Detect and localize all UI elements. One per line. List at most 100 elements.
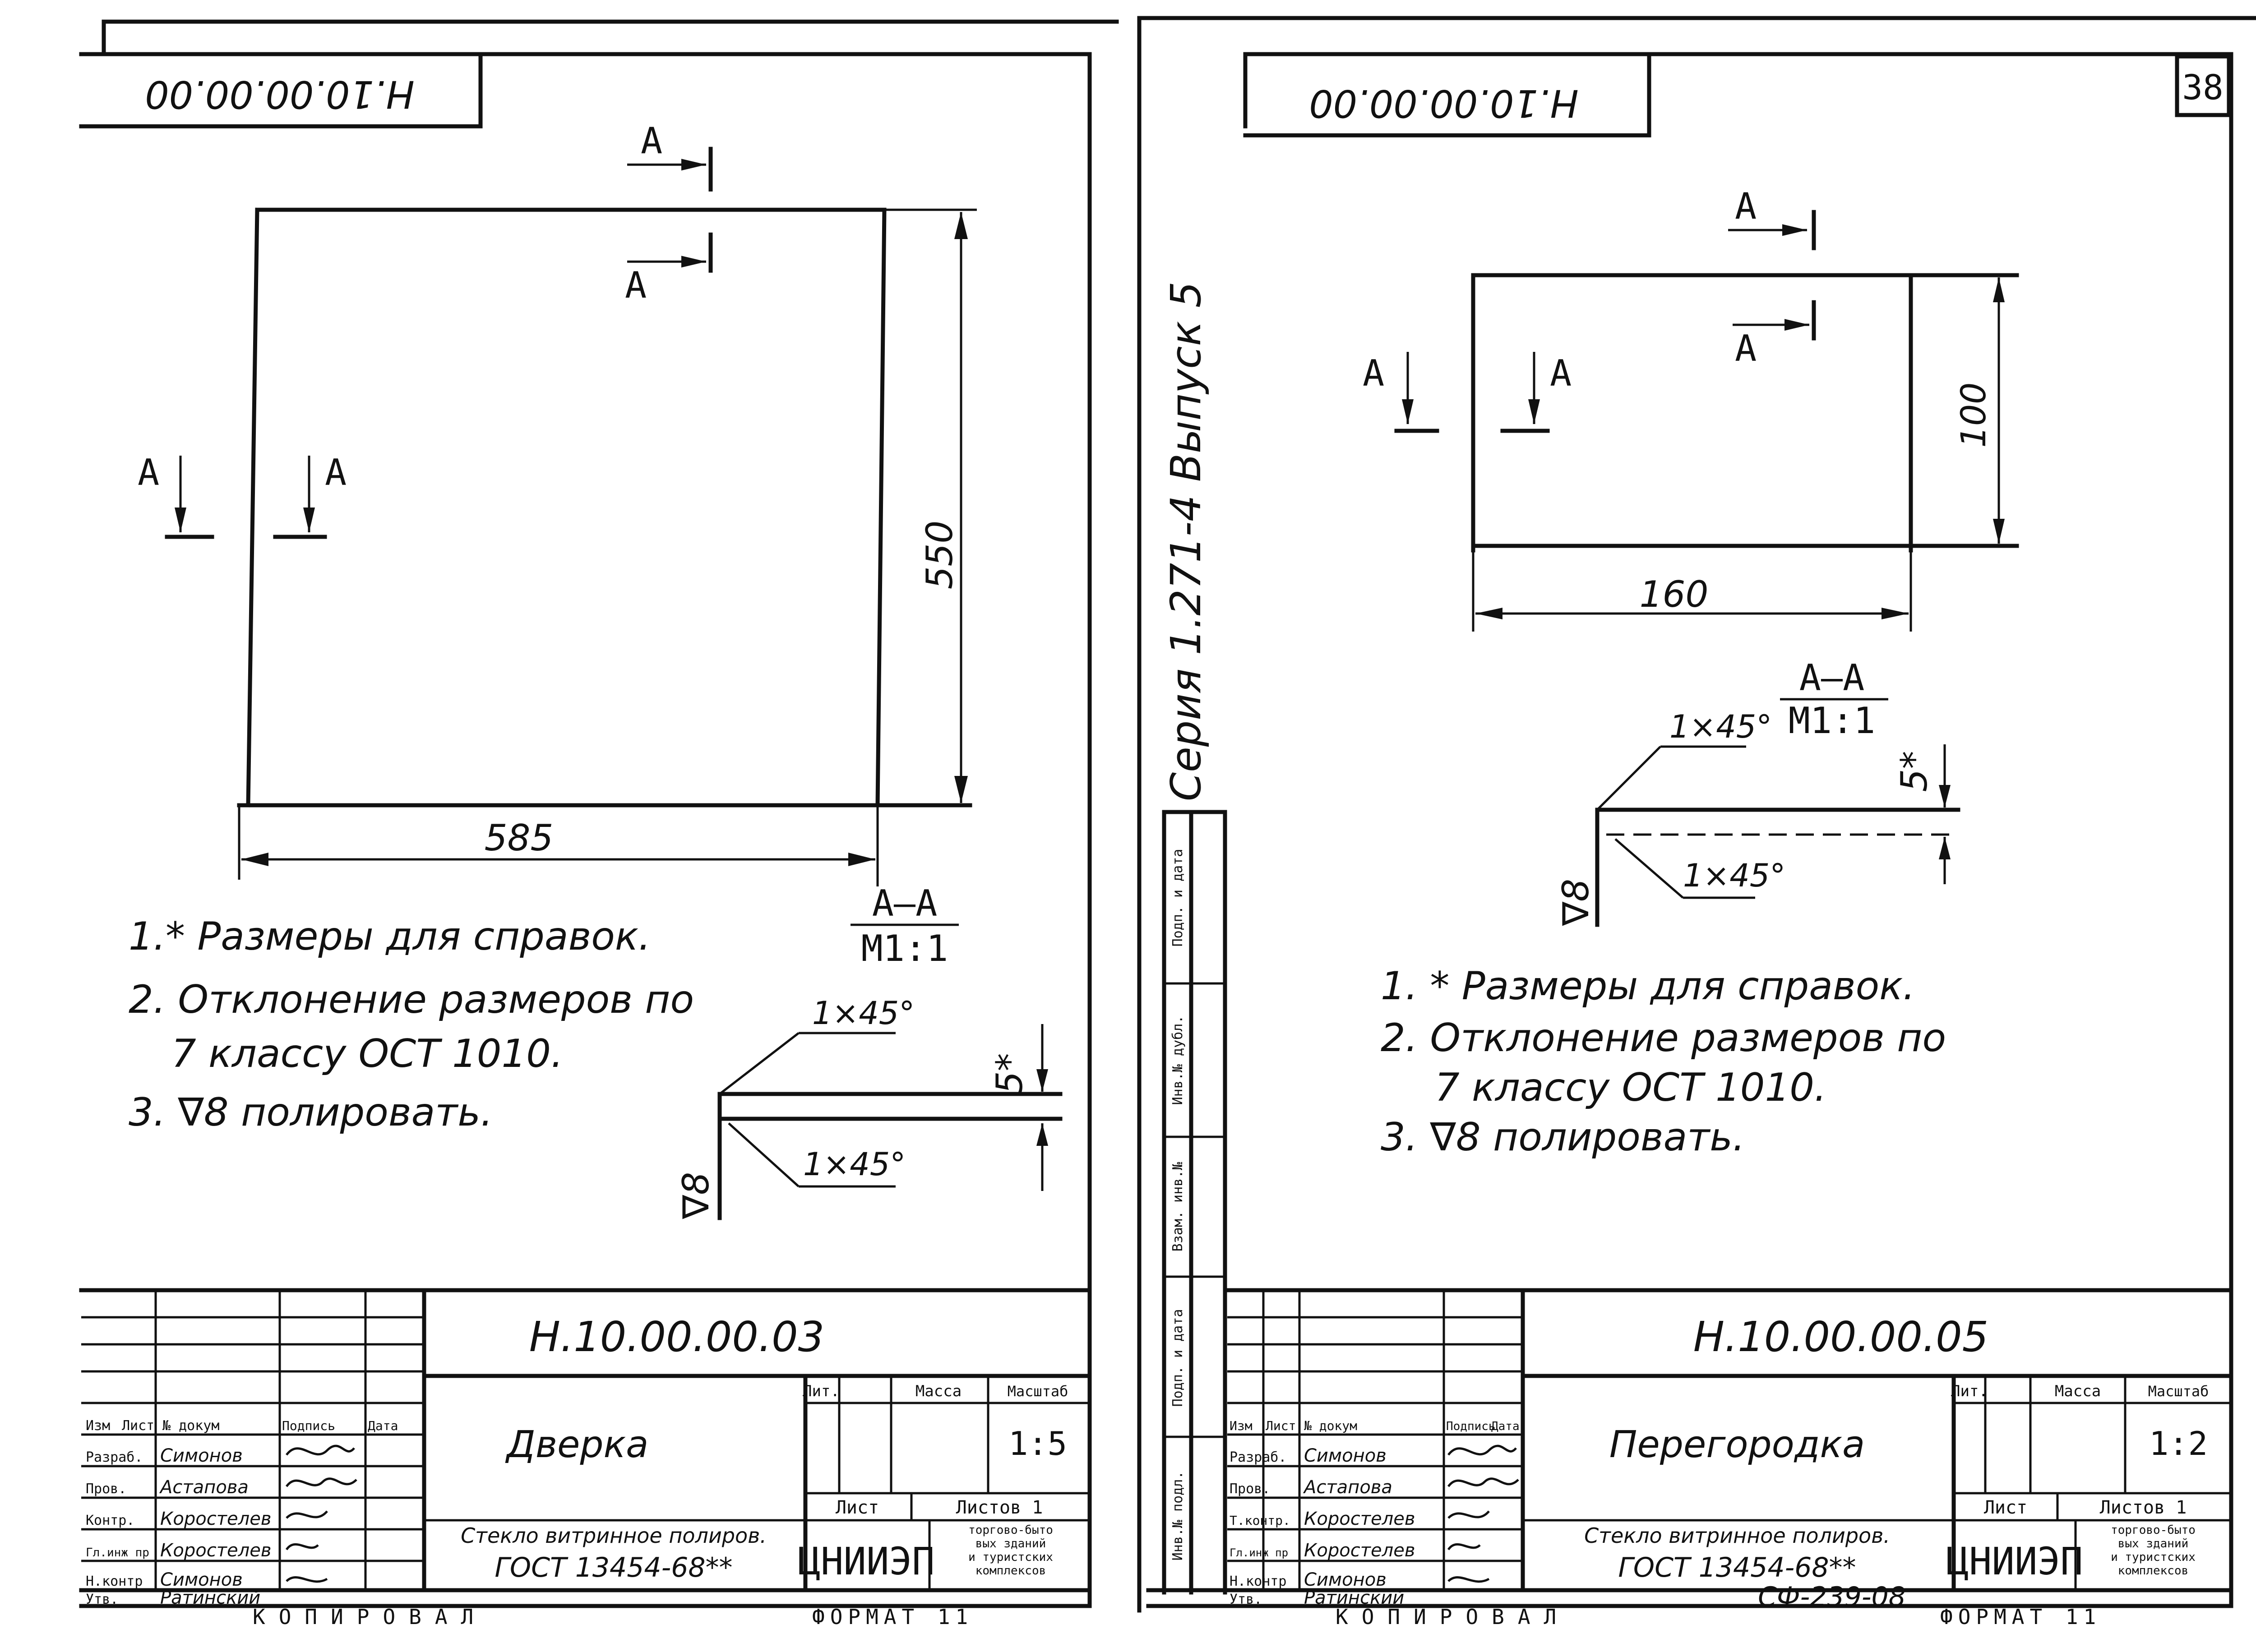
left-section-title: А–А	[872, 882, 938, 924]
left-section-scale: М1:1	[861, 928, 948, 969]
right-hdr-list: Лист	[1266, 1418, 1296, 1433]
left-col-lit: Лит.	[803, 1382, 840, 1400]
right-role-4: Гл.инж пр	[1230, 1546, 1288, 1559]
right-sheet-label: Лист	[1984, 1497, 2027, 1518]
left-section-mark-4: А	[325, 452, 347, 494]
left-hdr-sign: Подпись	[282, 1418, 335, 1433]
right-name-4: Коростелев	[1304, 1540, 1415, 1561]
left-name-1: Симонов	[160, 1445, 243, 1466]
left-material-1: Стекло витринное полиров.	[461, 1523, 767, 1548]
left-org-desc-2: вых зданий	[975, 1537, 1046, 1550]
left-part-outline	[237, 208, 972, 808]
left-org-desc-3: и туристских	[968, 1550, 1053, 1564]
side-stamp-4: Инв.№ дубл.	[1170, 1015, 1186, 1105]
left-note-1: 1.* Размеры для справок.	[129, 914, 651, 959]
right-sheet: 38 Н.10.00.00.00 Серия 1.271-4 Выпуск 5 …	[1146, 52, 2233, 1629]
left-org-name: ЦНИИЭП	[798, 1539, 934, 1583]
left-sheet: Н.10.00.00.00 550 585 А	[79, 19, 1119, 1629]
left-hdr-date: Дата	[368, 1418, 398, 1433]
right-section-view: А–А М1:1 1×45° 1×45° 5* ∇8	[1555, 657, 1960, 927]
left-chamfer-top: 1×45°	[812, 995, 915, 1032]
right-role-2: Пров.	[1230, 1481, 1270, 1497]
left-chamfer-bottom: 1×45°	[803, 1146, 906, 1183]
left-org-desc-4: комплексов	[975, 1564, 1046, 1578]
left-doc-code: Н.10.00.00.03	[529, 1313, 824, 1361]
right-name-6: Ратинский	[1304, 1587, 1404, 1608]
left-hdr-list: Лист	[122, 1418, 154, 1434]
right-org-desc-1: торгово-быто	[2111, 1523, 2196, 1537]
left-copied: КОПИРОВАЛ	[253, 1605, 487, 1629]
left-col-scale: Масштаб	[1008, 1383, 1068, 1400]
left-dim-width: 585	[485, 817, 554, 859]
left-note-4: 3. ∇8 полировать.	[129, 1090, 493, 1135]
right-hdr-sign: Подпись	[1446, 1420, 1496, 1433]
left-hdr-izm: Изм	[86, 1418, 110, 1434]
right-note-3: 7 классу ОСТ 1010.	[1435, 1065, 1826, 1110]
left-name-6: Ратинский	[160, 1587, 260, 1608]
right-org-desc-2: вых зданий	[2118, 1537, 2189, 1550]
left-hdr-doc: № докум	[162, 1418, 219, 1434]
left-role-4: Гл.инж пр	[86, 1546, 149, 1560]
right-material-1: Стекло витринное полиров.	[1584, 1523, 1890, 1548]
right-hdr-doc: № докум	[1304, 1418, 1357, 1433]
page-number: 38	[2182, 67, 2224, 107]
right-org-desc-4: комплексов	[2118, 1564, 2189, 1578]
left-role-2: Пров.	[86, 1481, 126, 1497]
right-col-scale: Масштаб	[2148, 1383, 2209, 1400]
left-name-3: Коростелев	[160, 1509, 271, 1529]
right-name-3: Коростелев	[1304, 1509, 1415, 1529]
left-section-mark-2: А	[625, 264, 647, 306]
right-part-name: Перегородка	[1609, 1423, 1865, 1466]
left-corner-code: Н.10.00.00.00	[145, 72, 415, 116]
right-material-2: ГОСТ 13454-68**	[1618, 1552, 1856, 1583]
left-name-4: Коростелев	[160, 1540, 271, 1561]
right-section-mark-3: А	[1363, 352, 1384, 394]
left-part-name: Дверка	[505, 1423, 649, 1466]
right-stamp-code: СФ-239-08	[1758, 1581, 1906, 1613]
right-org-name: ЦНИИЭП	[1946, 1539, 2083, 1583]
right-dim-height: 100	[1953, 382, 1993, 448]
right-col-mass: Масса	[2055, 1382, 2101, 1400]
right-corner-code: Н.10.00.00.00	[1309, 81, 1579, 125]
right-chamfer-top: 1×45°	[1669, 708, 1772, 745]
series-label: Серия 1.271-4 Выпуск 5	[1162, 281, 1210, 801]
right-part-outline	[1471, 273, 2019, 553]
left-role-6: Утв.	[86, 1592, 118, 1607]
left-note-2: 2. Отклонение размеров по	[129, 977, 694, 1022]
right-note-4: 3. ∇8 полировать.	[1381, 1115, 1745, 1160]
right-section-mark-1: А	[1735, 185, 1757, 227]
left-roughness: ∇8	[675, 1172, 717, 1219]
right-role-6: Утв.	[1230, 1592, 1262, 1607]
left-role-5: Н.контр	[86, 1574, 143, 1589]
left-signature-scribble	[285, 1444, 357, 1583]
left-note-3: 7 классу ОСТ 1010.	[171, 1031, 563, 1076]
right-section-arrows: А А А А	[1363, 185, 1816, 433]
left-notes: 1.* Размеры для справок. 2. Отклонение р…	[129, 914, 694, 1135]
left-section-arrows: А А А А	[138, 120, 713, 539]
right-section-scale: М1:1	[1789, 700, 1876, 742]
side-stamp-5: Подп. и дата	[1170, 849, 1186, 947]
right-title-block: Н.10.00.00.05 Перегородка Стекло витринн…	[1225, 1288, 2233, 1629]
left-width-dimension: 585	[238, 805, 879, 886]
right-role-5: Н.контр	[1230, 1574, 1286, 1589]
left-role-1: Разраб.	[86, 1449, 143, 1465]
right-section-mark-2: А	[1735, 328, 1757, 369]
side-stamp-3: Взам. инв.№	[1170, 1162, 1186, 1252]
right-note-2: 2. Отклонение размеров по	[1381, 1015, 1946, 1061]
side-stamp-2: Подп. и дата	[1170, 1309, 1186, 1407]
left-section-mark-1: А	[641, 120, 662, 162]
left-sheet-label: Лист	[836, 1497, 879, 1518]
left-dim-height: 550	[919, 521, 961, 590]
right-height-dimension: 100	[1953, 277, 2005, 544]
right-sheets-label: Листов 1	[2100, 1497, 2187, 1518]
left-sheets-label: Листов 1	[956, 1497, 1043, 1518]
left-name-5: Симонов	[160, 1569, 243, 1590]
left-material-2: ГОСТ 13454-68**	[495, 1552, 732, 1583]
right-notes: 1. * Размеры для справок. 2. Отклонение …	[1381, 964, 1946, 1160]
right-name-2: Астапова	[1303, 1477, 1392, 1498]
right-copied: КОПИРОВАЛ	[1336, 1605, 1570, 1629]
right-chamfer-bottom: 1×45°	[1683, 857, 1785, 894]
right-name-1: Симонов	[1304, 1445, 1387, 1466]
